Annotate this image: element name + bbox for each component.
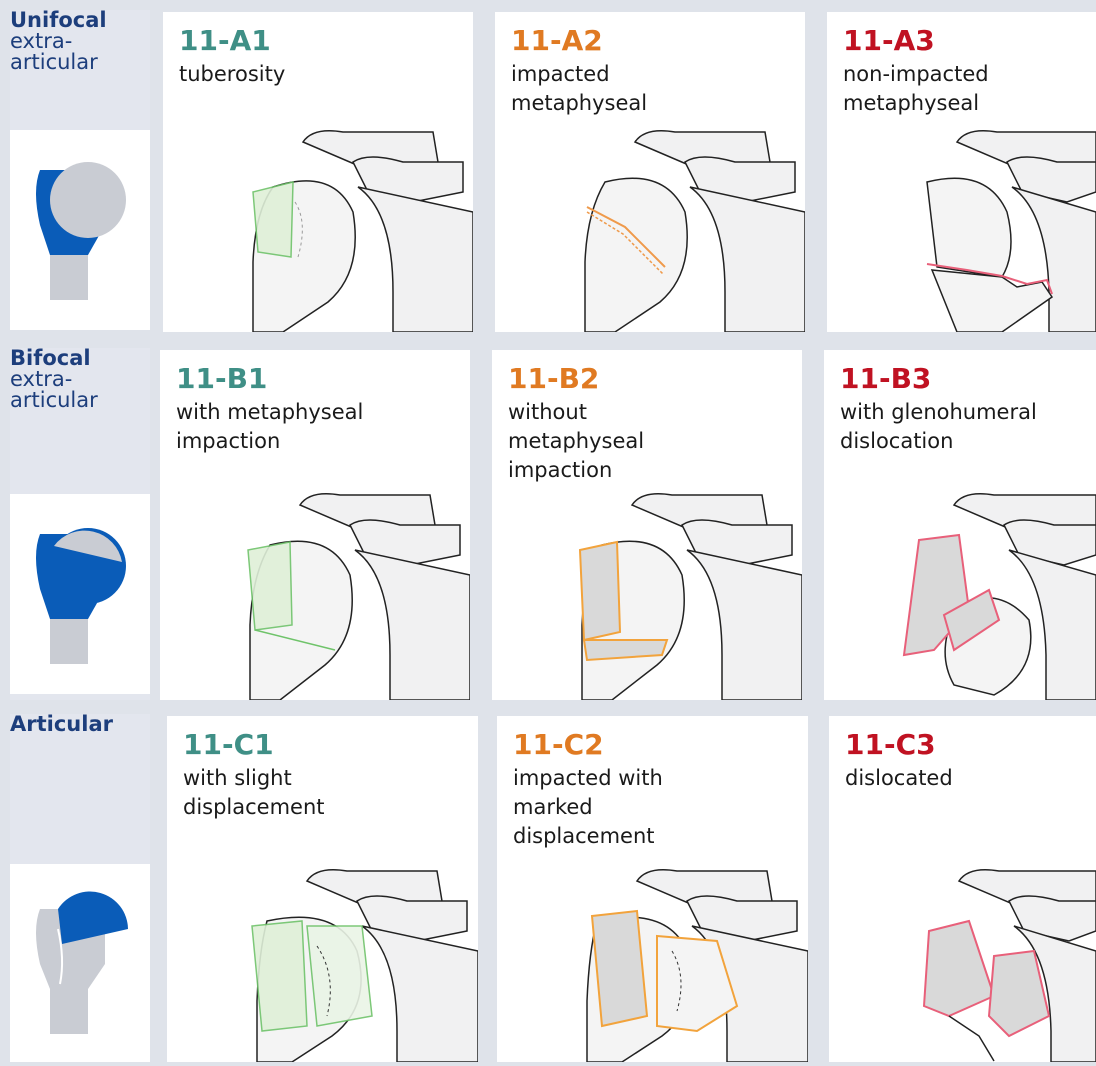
cell-11-a3[interactable]: 11-A3 non-impacted metaphyseal <box>827 12 1096 332</box>
cell-11-b2[interactable]: 11-B2 without metaphyseal impaction <box>492 350 802 700</box>
cell-code: 11-C1 <box>183 730 274 760</box>
row-label-bold: Unifocal <box>10 10 150 31</box>
cell-desc: without metaphyseal impaction <box>508 398 644 485</box>
humerus-icon-box <box>10 130 150 330</box>
row-label-bold: Bifocal <box>10 348 150 369</box>
cell-desc: dislocated <box>845 764 953 793</box>
cell-11-c3[interactable]: 11-C3 dislocated <box>829 716 1096 1062</box>
cell-code: 11-B3 <box>840 364 931 394</box>
row-label-unifocal: Unifocal extra- articular <box>10 10 150 330</box>
humerus-icon-box <box>10 864 150 1062</box>
cell-desc: with metaphyseal impaction <box>176 398 363 456</box>
humerus-articular-icon <box>10 864 150 1062</box>
cell-code: 11-A3 <box>843 26 935 56</box>
cell-11-a2[interactable]: 11-A2 impacted metaphyseal <box>495 12 805 332</box>
cell-desc: tuberosity <box>179 60 285 89</box>
cell-desc: impacted with marked displacement <box>513 764 663 851</box>
row-label-text: Unifocal extra- articular <box>10 10 150 73</box>
humerus-unifocal-icon <box>10 130 150 330</box>
row-label-bold: Articular <box>10 714 150 735</box>
humerus-bifocal-icon <box>10 494 150 694</box>
row-label-sub: extra- articular <box>10 369 150 411</box>
row-label-articular: Articular <box>10 714 150 1062</box>
cell-11-b3[interactable]: 11-B3 with glenohumeral dislocation <box>824 350 1096 700</box>
cell-code: 11-B1 <box>176 364 267 394</box>
cell-code: 11-A2 <box>511 26 603 56</box>
row-label-text: Bifocal extra- articular <box>10 348 150 411</box>
cell-desc: non-impacted metaphyseal <box>843 60 989 118</box>
cell-11-c2[interactable]: 11-C2 impacted with marked displacement <box>497 716 808 1062</box>
cell-desc: with slight displacement <box>183 764 325 822</box>
cell-11-a1[interactable]: 11-A1 tuberosity <box>163 12 473 332</box>
cell-code: 11-A1 <box>179 26 271 56</box>
row-label-text: Articular <box>10 714 150 735</box>
cell-code: 11-C2 <box>513 730 604 760</box>
row-label-sub: extra- articular <box>10 31 150 73</box>
row-label-bifocal: Bifocal extra- articular <box>10 348 150 700</box>
cell-desc: with glenohumeral dislocation <box>840 398 1037 456</box>
cell-11-b1[interactable]: 11-B1 with metaphyseal impaction <box>160 350 470 700</box>
humerus-icon-box <box>10 494 150 694</box>
cell-code: 11-C3 <box>845 730 936 760</box>
cell-desc: impacted metaphyseal <box>511 60 647 118</box>
cell-11-c1[interactable]: 11-C1 with slight displacement <box>167 716 478 1062</box>
cell-code: 11-B2 <box>508 364 599 394</box>
